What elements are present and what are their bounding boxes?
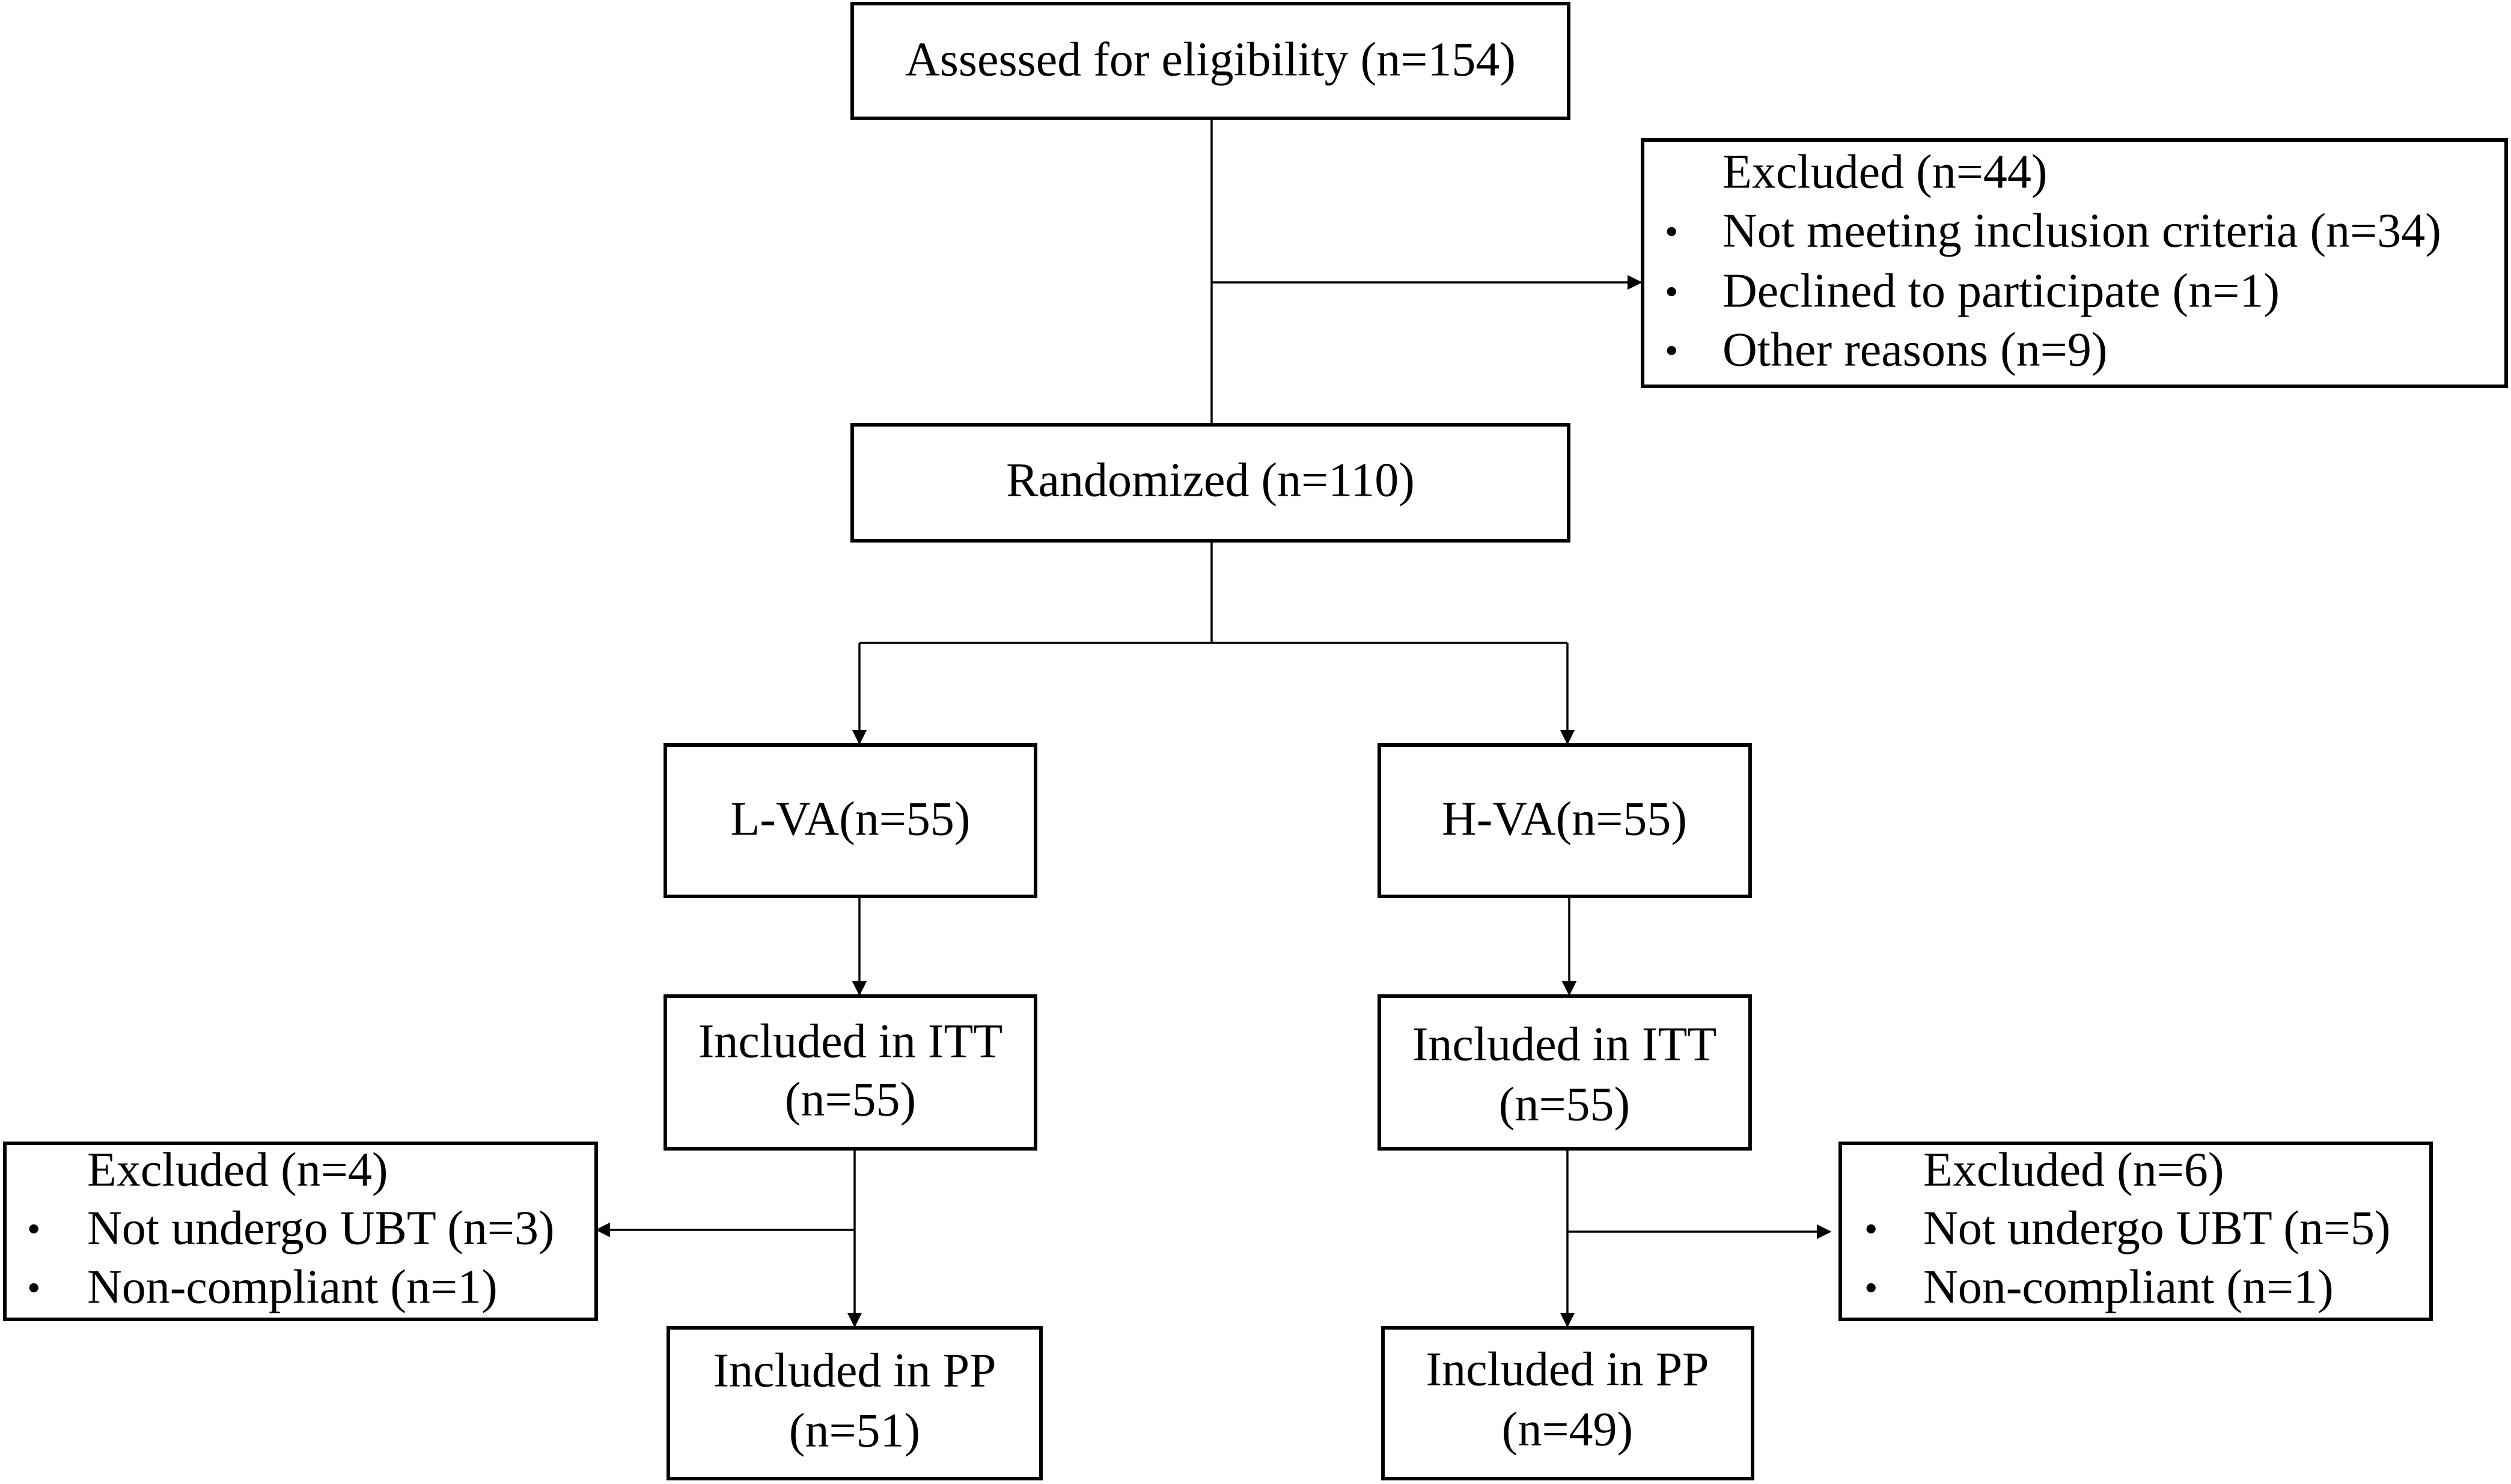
bullet-icon: • (1864, 1208, 1878, 1250)
left-itt-line1: Included in ITT (698, 1015, 1002, 1068)
left-excluded-box: Excluded (n=4) • Not undergo UBT (n=3) •… (3, 1142, 598, 1321)
randomized-box: Randomized (n=110) (850, 423, 1570, 543)
bullet-icon: • (1864, 1267, 1878, 1309)
right-excluded-box: Excluded (n=6) • Not undergo UBT (n=5) •… (1838, 1142, 2433, 1321)
bullet-icon: • (1665, 329, 1678, 372)
left-pp-line1: Included in PP (713, 1344, 996, 1397)
right-itt-line2: (n=55) (1499, 1078, 1630, 1131)
left-group-label: L-VA(n=55) (730, 792, 970, 845)
left-excluded-item: Not undergo UBT (n=3) (87, 1202, 555, 1254)
left-pp-box: Included in PP (n=51) (667, 1326, 1043, 1480)
bullet-icon: • (27, 1208, 40, 1250)
excluded-top-item: Other reasons (n=9) (1722, 323, 2107, 376)
left-itt-box: Included in ITT (n=55) (664, 994, 1037, 1151)
left-excluded-item: Non-compliant (n=1) (87, 1260, 498, 1313)
right-excluded-title: Excluded (n=6) (1923, 1143, 2224, 1196)
right-itt-box: Included in ITT (n=55) (1378, 994, 1752, 1151)
right-excluded-item: Not undergo UBT (n=5) (1923, 1202, 2391, 1254)
excluded-top-title: Excluded (n=44) (1722, 145, 2048, 198)
left-group-box: L-VA(n=55) (664, 743, 1037, 898)
left-pp-line2: (n=51) (789, 1404, 920, 1457)
left-excluded-title: Excluded (n=4) (87, 1143, 388, 1196)
bullet-icon: • (27, 1267, 40, 1309)
bullet-icon: • (1665, 210, 1678, 253)
excluded-top-item: Declined to participate (n=1) (1722, 264, 2280, 317)
connectors (595, 118, 1832, 1328)
right-itt-line1: Included in ITT (1412, 1018, 1716, 1071)
excluded-top-box: Excluded (n=44) • Not meeting inclusion … (1641, 138, 2508, 388)
assessed-box: Assessed for eligibility (n=154) (850, 2, 1570, 120)
left-itt-line2: (n=55) (785, 1073, 916, 1126)
bullet-icon: • (1665, 270, 1678, 313)
right-group-box: H-VA(n=55) (1378, 743, 1752, 898)
right-pp-line1: Included in PP (1426, 1343, 1709, 1396)
right-group-label: H-VA(n=55) (1442, 792, 1687, 845)
randomized-label: Randomized (n=110) (1006, 454, 1415, 506)
right-pp-line2: (n=49) (1502, 1403, 1633, 1456)
right-excluded-item: Non-compliant (n=1) (1923, 1260, 2334, 1313)
excluded-top-item: Not meeting inclusion criteria (n=34) (1722, 204, 2441, 257)
assessed-label: Assessed for eligibility (n=154) (905, 33, 1516, 86)
right-pp-box: Included in PP (n=49) (1381, 1326, 1754, 1480)
